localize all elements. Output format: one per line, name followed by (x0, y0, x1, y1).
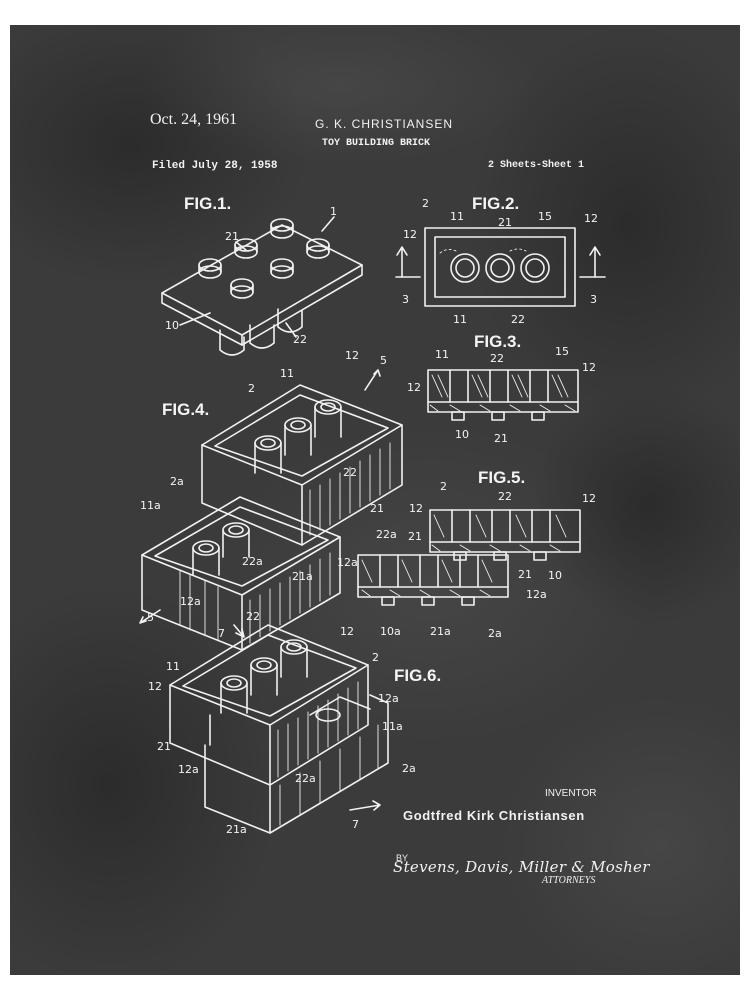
svg-text:3: 3 (402, 293, 409, 306)
svg-text:10a: 10a (380, 625, 401, 638)
svg-text:22a: 22a (295, 772, 316, 785)
fig1-studs (198, 218, 330, 299)
patent-title: TOY BUILDING BRICK (322, 138, 431, 149)
svg-text:22: 22 (293, 333, 307, 346)
svg-text:15: 15 (538, 210, 552, 223)
svg-text:21a: 21a (292, 570, 313, 583)
svg-text:10: 10 (165, 319, 179, 332)
svg-text:11: 11 (453, 313, 467, 326)
svg-text:22: 22 (498, 490, 512, 503)
svg-text:12a: 12a (378, 692, 399, 705)
fig4-label: FIG.4. (162, 400, 209, 419)
svg-text:22: 22 (246, 610, 260, 623)
svg-text:12: 12 (340, 625, 354, 638)
svg-text:2: 2 (440, 480, 447, 493)
fig5-label: FIG.5. (478, 468, 525, 487)
filed-date: Filed July 28, 1958 (152, 160, 278, 172)
patent-date: Oct. 24, 1961 (150, 111, 238, 128)
svg-text:21: 21 (370, 502, 384, 515)
svg-text:21a: 21a (226, 823, 247, 836)
attorneys-label: ATTORNEYS (542, 875, 596, 886)
svg-text:2: 2 (422, 197, 429, 210)
inventor-header: G. K. CHRISTIANSEN (315, 117, 454, 131)
svg-text:22a: 22a (242, 555, 263, 568)
svg-text:22a: 22a (376, 528, 397, 541)
svg-text:11: 11 (450, 210, 464, 223)
patent-drawings: FIG.1. 1 21 10 22 (139, 194, 606, 836)
svg-text:15: 15 (555, 345, 569, 358)
svg-text:5: 5 (380, 354, 387, 367)
svg-text:22: 22 (343, 466, 357, 479)
chalkboard-texture (10, 25, 740, 975)
fig2-drawing: FIG.2. 3 3 2 11 21 15 12 12 11 22 (395, 194, 606, 326)
svg-text:5: 5 (147, 611, 154, 624)
svg-text:12: 12 (345, 349, 359, 362)
svg-text:21: 21 (518, 568, 532, 581)
svg-text:12: 12 (582, 361, 596, 374)
svg-text:12: 12 (584, 212, 598, 225)
inventor-name: Godtfred Kirk Christiansen (403, 808, 585, 823)
svg-text:12: 12 (407, 381, 421, 394)
svg-text:12: 12 (409, 502, 423, 515)
fig6-tubes (220, 639, 308, 714)
by-label: BY (396, 853, 409, 863)
svg-text:12a: 12a (180, 595, 201, 608)
fig6-label: FIG.6. (394, 666, 441, 685)
svg-text:21: 21 (157, 740, 171, 753)
svg-text:1: 1 (330, 205, 337, 218)
svg-text:7: 7 (352, 818, 359, 831)
svg-text:12: 12 (582, 492, 596, 505)
fig4-drawing: FIG.4. 12 5 2 11 22 21 (139, 349, 403, 651)
svg-text:2: 2 (248, 382, 255, 395)
svg-text:21a: 21a (430, 625, 451, 638)
svg-text:12a: 12a (178, 763, 199, 776)
svg-text:22: 22 (511, 313, 525, 326)
fig2-label: FIG.2. (472, 194, 519, 213)
fig3-label: FIG.3. (474, 332, 521, 351)
svg-text:21: 21 (225, 230, 239, 243)
svg-text:12: 12 (148, 680, 162, 693)
svg-text:11: 11 (166, 660, 180, 673)
svg-text:21: 21 (498, 216, 512, 229)
svg-text:12a: 12a (337, 556, 358, 569)
svg-text:7: 7 (218, 627, 225, 640)
svg-text:22: 22 (490, 352, 504, 365)
svg-text:10: 10 (548, 569, 562, 582)
svg-text:21: 21 (408, 530, 422, 543)
fig1-drawing: FIG.1. 1 21 10 22 (161, 194, 363, 356)
patent-sheet: Oct. 24, 1961 G. K. CHRISTIANSEN TOY BUI… (10, 25, 740, 975)
svg-text:10: 10 (455, 428, 469, 441)
fig1-label: FIG.1. (184, 194, 231, 213)
inventor-label: INVENTOR (545, 788, 597, 799)
svg-text:12a: 12a (526, 588, 547, 601)
fig4-tubes (254, 399, 342, 474)
svg-text:3: 3 (590, 293, 597, 306)
svg-text:11a: 11a (140, 499, 161, 512)
sheet-count: 2 Sheets-Sheet 1 (488, 160, 585, 171)
svg-text:2a: 2a (488, 627, 502, 640)
attorney-signature: Stevens, Davis, Miller & Mosher (393, 858, 650, 876)
fig3-drawing: FIG.3. 11 22 15 12 12 10 21 (407, 332, 596, 445)
svg-text:11: 11 (280, 367, 294, 380)
svg-text:11: 11 (435, 348, 449, 361)
fig4-lower-tubes (192, 522, 250, 576)
svg-text:11a: 11a (382, 720, 403, 733)
svg-text:12: 12 (403, 228, 417, 241)
svg-text:2a: 2a (402, 762, 416, 775)
svg-text:2a: 2a (170, 475, 184, 488)
svg-text:2: 2 (372, 651, 379, 664)
svg-text:21: 21 (494, 432, 508, 445)
